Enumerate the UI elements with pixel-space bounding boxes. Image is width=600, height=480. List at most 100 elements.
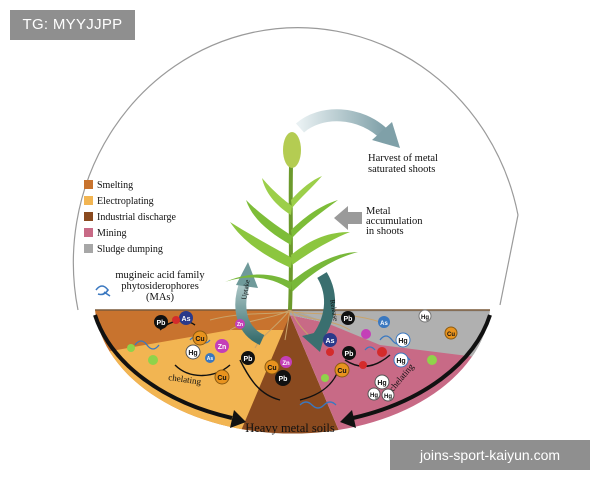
soil-right-arrow [352,314,492,420]
mas-legend: mugineic acid family phytosiderophores (… [95,270,205,303]
svg-text:Pb: Pb [344,316,353,323]
mas-label-line1: mugineic acid family [115,270,205,281]
uptake-label: Uptake [240,279,251,300]
svg-text:As: As [380,321,388,327]
metal-bubbles: Pb As Cu Hg As Zn Cu Pb Zn Zn Cu Pb Pb A… [127,309,458,402]
svg-text:Pb: Pb [279,376,288,383]
roots [209,309,381,349]
metal-bubble-cu-2: Cu [214,369,230,385]
metal-bubble-as-2: As [205,353,215,363]
legend: Smelting Electroplating Industrial disch… [84,180,177,255]
metal-bubble-cd-3 [377,347,387,357]
metal-bubble-cd-2 [326,348,334,356]
soils-label: Heavy metal soils [245,421,335,435]
harvest-label-line1: Harvest of metal [368,153,438,164]
metal-bubble-hg: Hg [185,344,201,360]
metal-bubble-cu-5: Cu [444,326,458,340]
svg-text:Cu: Cu [195,336,204,343]
legend-label-sludge: Sludge dumping [97,244,163,255]
uptake-arrow [235,277,265,346]
metal-bubble-zn: Zn [215,339,229,353]
svg-text:Cu: Cu [447,332,455,338]
legend-swatch-industrial [84,212,93,221]
accumulation-label-line2: accumulation [366,216,423,227]
metal-bubble-red-4 [359,361,367,369]
svg-text:Zn: Zn [237,322,243,328]
metal-bubble-hg-7: Hg [418,309,432,323]
outer-circle-arc [72,27,519,311]
metal-bubble-cd [172,316,180,324]
metal-bubble-pb-2: Pb [241,351,255,365]
mas-molecule-icon [95,285,111,297]
svg-text:Hg: Hg [377,380,386,387]
metal-bubble-as: As [179,311,193,325]
legend-swatch-mining [84,228,93,237]
svg-text:As: As [182,316,191,323]
legend-swatch-sludge [84,244,93,253]
svg-text:Zn: Zn [218,344,227,351]
svg-text:Cu: Cu [217,375,226,382]
svg-text:Hg: Hg [398,338,407,345]
mas-label-line3: (MAs) [146,292,175,303]
harvest-arrowhead [372,122,400,148]
watermark-top: TG: MYYJJPP [10,10,135,40]
legend-label-mining: Mining [97,228,126,239]
soil-right-arrowhead [340,410,356,428]
metal-bubble-hg-4: Hg [374,374,390,390]
metal-bubble-as-3: As [323,333,337,347]
legend-label-industrial: Industrial discharge [97,212,177,223]
accumulation-arrow [334,206,362,230]
legend-label-smelting: Smelting [97,180,133,191]
accumulation-label-line1: Metal [366,206,391,217]
svg-text:Zn: Zn [282,361,290,367]
harvest-label-line2: saturated shoots [368,164,435,175]
metal-bubble-hg-5: Hg [367,387,381,401]
metal-bubble-zn-2: Zn [235,319,245,329]
chelating-label-left: chelating [168,372,203,387]
mas-label-line2: phytosiderophores [121,281,199,292]
svg-text:Cu: Cu [267,365,276,372]
svg-text:As: As [207,356,214,362]
metal-bubble-cu: Cu [192,330,208,346]
metal-bubble-pb: Pb [154,315,168,329]
metal-bubble-green-2 [148,355,158,365]
metal-bubble-hg-3: Hg [393,352,409,368]
metal-bubble-pb-3: Pb [275,370,291,386]
metal-bubble-hg-6: Hg [381,388,395,402]
uptake-arrowhead [236,262,258,288]
svg-text:Hg: Hg [188,350,197,357]
svg-text:Hg: Hg [370,393,378,399]
metal-bubble-as-4: As [378,316,390,328]
legend-swatch-electroplating [84,196,93,205]
legend-swatch-smelting [84,180,93,189]
plant [225,132,358,311]
plant-seedhead [283,132,301,168]
outer-circle-arc-right [499,214,519,306]
soil-left-arrow [93,314,233,420]
metal-bubble-green-4 [427,355,437,365]
svg-text:Pb: Pb [244,356,253,363]
harvest-arrow [295,109,390,140]
soil-left-arrowhead [230,410,246,428]
release-label: Release [328,299,340,322]
release-arrowhead [302,330,326,352]
metal-bubble-green-1 [127,344,135,352]
metal-bubble-zn-3: Zn [280,356,292,368]
watermark-bottom: joins-sport-kaiyun.com [390,440,590,470]
metal-bubble-pb-4: Pb [341,311,355,325]
metal-bubble-green-3 [321,374,329,382]
metal-bubble-cu-4: Cu [334,362,350,378]
legend-label-electroplating: Electroplating [97,196,154,207]
metal-bubble-zn-4 [361,329,371,339]
svg-text:Hg: Hg [421,315,429,321]
metal-bubble-pb-5: Pb [342,346,356,360]
metal-bubble-hg-2: Hg [395,332,411,348]
accumulation-label-line3: in shoots [366,226,404,237]
svg-text:Cu: Cu [337,368,346,375]
metal-bubble-cu-3: Cu [264,359,280,375]
svg-text:Hg: Hg [384,394,392,400]
svg-text:Hg: Hg [396,358,405,365]
svg-text:As: As [326,338,335,345]
svg-text:Pb: Pb [157,320,166,327]
